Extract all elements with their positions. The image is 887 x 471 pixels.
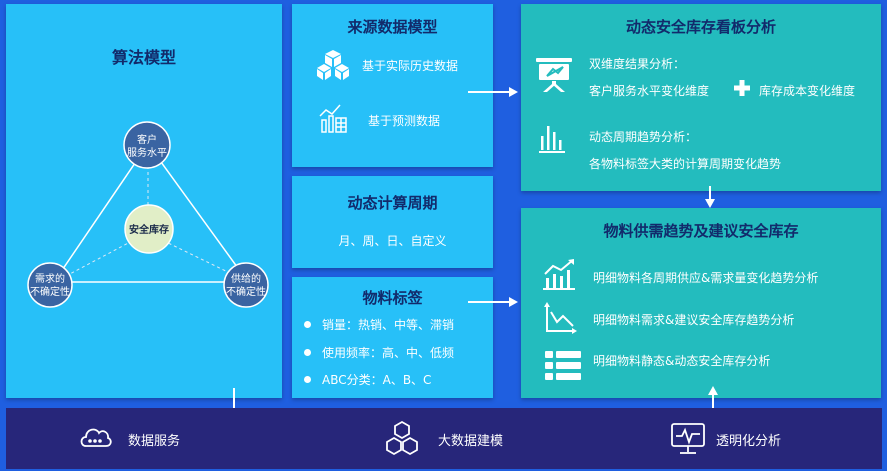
node-right-circle — [223, 262, 269, 308]
arrow-source-to-board — [468, 87, 518, 97]
node-right-line2: 不确定性 — [226, 285, 266, 298]
footer-label-big-data-modeling: 大数据建模 — [438, 434, 504, 449]
plus-icon — [734, 80, 750, 96]
cubes-icon — [317, 50, 349, 80]
tag-item-1: 销量：热销、中等、滞销 — [322, 318, 455, 332]
board-section2-title: 动态周期趋势分析： — [589, 130, 698, 144]
board-title: 动态安全库存看板分析 — [625, 18, 776, 36]
node-left-line1: 需求的 — [35, 272, 65, 285]
cloud-icon — [80, 428, 112, 447]
source-item-1: 基于实际历史数据 — [362, 59, 459, 73]
trend-item-2: 明细物料需求&建议安全库存趋势分析 — [593, 313, 795, 327]
presentation-board-icon — [536, 58, 572, 92]
node-top-line2: 服务水平 — [127, 146, 167, 159]
monitor-icon — [671, 423, 705, 454]
forecast-chart-icon — [319, 104, 347, 133]
algo-triangle-diagram: 客户 服务水平 安全库存 需求的 不确定性 供给的 不确定性 — [27, 121, 269, 308]
bar-chart-icon — [539, 126, 565, 153]
tag-bullet-1 — [304, 321, 311, 328]
arrow-tags-to-trend — [468, 297, 518, 307]
source-item-2: 基于预测数据 — [368, 114, 441, 128]
node-right-line1: 供给的 — [231, 272, 261, 285]
board-section1-right: 库存成本变化维度 — [759, 84, 856, 98]
board-panel: 动态安全库存看板分析 双维度结果分析： 客户服务水平变化维度 库存成本变化维度 … — [521, 4, 881, 191]
footer-bar: 数据服务 大数据建模 透明化分析 — [6, 408, 882, 469]
trend-up-chart-icon — [543, 259, 575, 290]
arrow-board-to-trend — [705, 186, 715, 208]
dash-left — [65, 239, 135, 277]
node-left-circle — [27, 262, 73, 308]
node-left-line2: 不确定性 — [30, 285, 70, 298]
board-section1-title: 双维度结果分析： — [589, 57, 686, 71]
tag-item-2: 使用频率：高、中、低频 — [322, 346, 455, 360]
node-top-circle — [123, 121, 171, 169]
tag-bullet-2 — [304, 349, 311, 356]
node-top-line1: 客户 — [137, 133, 157, 146]
source-panel: 来源数据模型 基于实际历史数据 基于预测数据 — [292, 4, 493, 167]
board-section1-left: 客户服务水平变化维度 — [589, 84, 710, 98]
footer-label-data-service: 数据服务 — [128, 434, 181, 449]
trend-title: 物料供需趋势及建议安全库存 — [603, 222, 799, 240]
trend-item-1: 明细物料各周期供应&需求量变化趋势分析 — [593, 271, 819, 285]
cycle-panel: 动态计算周期 月、周、日、自定义 — [292, 176, 493, 268]
triangle-outline — [52, 142, 250, 283]
trend-item-3: 明细物料静态&动态安全库存分析 — [593, 354, 771, 368]
node-center-label: 安全库存 — [129, 223, 169, 236]
tags-panel: 物料标签 销量：热销、中等、滞销 使用频率：高、中、低频 ABC分类：A、B、C — [292, 277, 493, 398]
dash-right — [161, 239, 237, 277]
board-section2-text: 各物料标签大类的计算周期变化趋势 — [589, 157, 782, 171]
cycle-text: 月、周、日、自定义 — [338, 234, 447, 248]
list-table-icon — [545, 351, 581, 380]
line-chart-icon — [544, 302, 577, 334]
tag-item-3: ABC分类：A、B、C — [322, 373, 432, 387]
cycle-title: 动态计算周期 — [347, 194, 438, 212]
tags-title: 物料标签 — [362, 289, 423, 307]
tag-bullet-3 — [304, 376, 311, 383]
trend-panel: 物料供需趋势及建议安全库存 明细物料各周期供应&需求量变化趋势分析 明细物料需求… — [521, 208, 881, 398]
algo-panel: 算法模型 客户 服务水平 安全库存 需求的 不确定性 供给的 不确定性 — [6, 4, 282, 398]
algo-title: 算法模型 — [111, 48, 176, 67]
hexagons-icon — [386, 420, 418, 456]
source-title: 来源数据模型 — [347, 18, 438, 36]
footer-label-transparent-analysis: 透明化分析 — [716, 434, 782, 449]
node-center-circle — [124, 204, 174, 254]
